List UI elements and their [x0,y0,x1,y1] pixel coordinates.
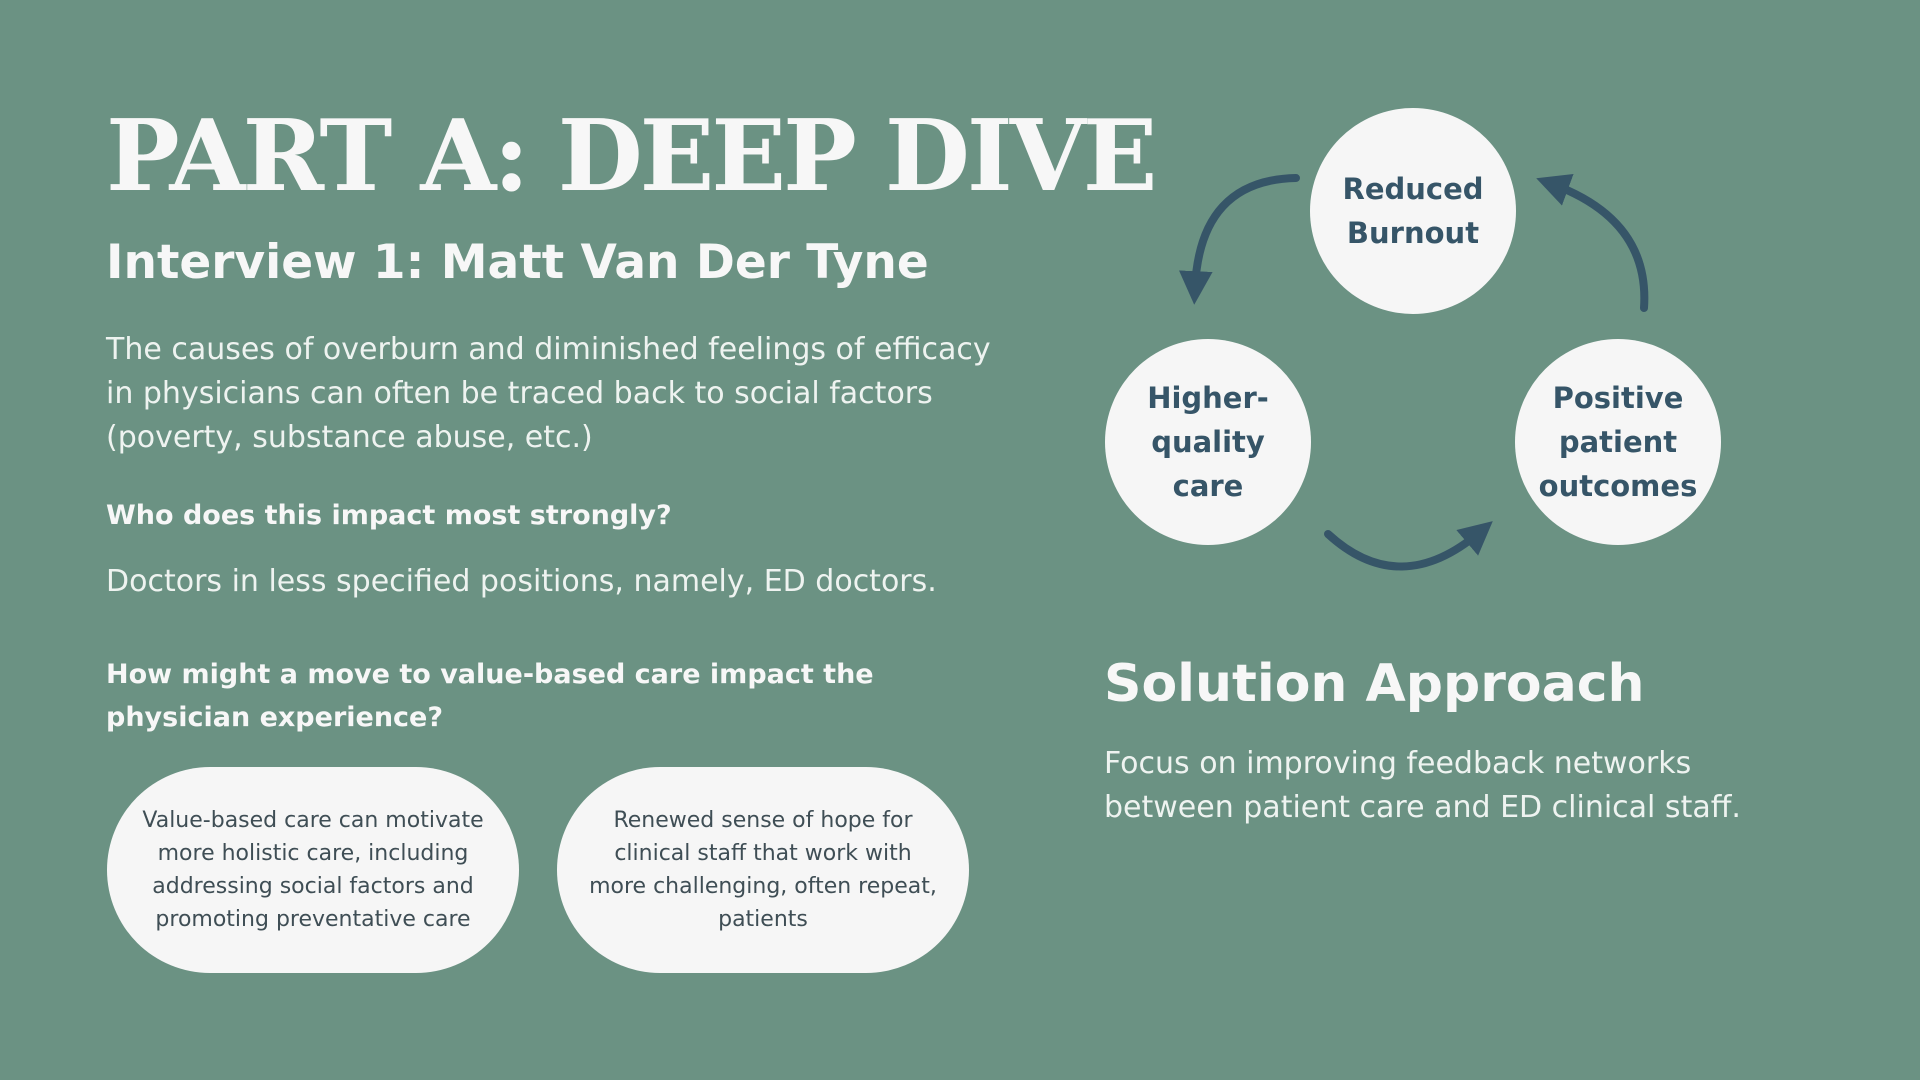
node-reduced-burnout-label: Reduced Burnout [1342,172,1484,250]
solution-title: Solution Approach [1104,654,1645,714]
card-holistic-care: Value-based care can motivate more holis… [107,767,519,973]
card-renewed-hope: Renewed sense of hope for clinical staff… [557,767,969,973]
node-reduced-burnout: Reduced Burnout [1310,108,1516,314]
node-higher-quality-care-label: Higher-quality care [1147,381,1269,503]
intro-paragraph: The causes of overburn and diminished fe… [106,332,991,455]
solution-text: Focus on improving feedback networks bet… [1104,746,1741,825]
node-positive-patient-outcomes: Positive patient outcomes [1515,339,1721,545]
answer-impact: Doctors in less specified positions, nam… [106,564,937,599]
page-title: PART A: DEEP DIVE [106,99,1157,214]
arrow-quality-to-outcomes [1324,521,1493,571]
question-impact: Who does this impact most strongly? [106,500,672,531]
card-holistic-care-text: Value-based care can motivate more holis… [142,808,484,932]
question-value-based-care: How might a move to value-based care imp… [106,659,874,733]
arrow-burnout-to-quality [1179,174,1300,305]
node-positive-patient-outcomes-label: Positive patient outcomes [1538,381,1698,503]
card-renewed-hope-text: Renewed sense of hope for clinical staff… [589,808,937,932]
arrow-outcomes-to-burnout [1536,174,1649,312]
interview-subtitle: Interview 1: Matt Van Der Tyne [106,235,929,290]
node-higher-quality-care: Higher-quality care [1105,339,1311,545]
